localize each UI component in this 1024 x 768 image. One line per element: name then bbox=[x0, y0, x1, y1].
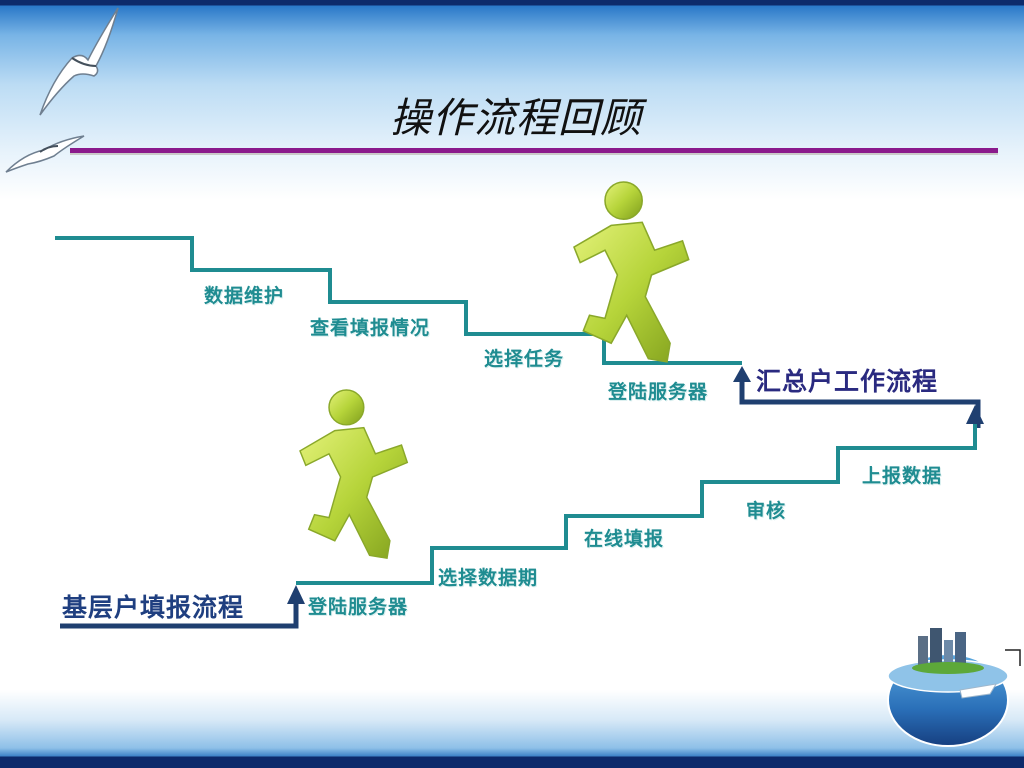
bottom-step-report-data: 上报数据 bbox=[862, 465, 943, 487]
running-figure-icon bbox=[573, 181, 690, 363]
slide-title: 操作流程回顾 bbox=[390, 94, 642, 142]
top-stair-line bbox=[55, 236, 742, 365]
bottom-flow-label: 基层户填报流程 bbox=[62, 593, 245, 622]
top-step-select-task: 选择任务 bbox=[484, 348, 565, 370]
bottom-step-login-server: 登陆服务器 bbox=[308, 596, 409, 618]
top-flow-label: 汇总户工作流程 bbox=[756, 367, 939, 396]
slide-footer-background bbox=[0, 690, 1024, 768]
bottom-step-review: 审核 bbox=[746, 500, 787, 522]
top-step-view-status: 查看填报情况 bbox=[310, 317, 431, 339]
bottom-step-select-period: 选择数据期 bbox=[438, 567, 539, 589]
top-step-data-maintenance: 数据维护 bbox=[204, 285, 285, 307]
running-figure-icon bbox=[299, 389, 409, 559]
globe-city-icon bbox=[887, 628, 1021, 747]
bottom-flow-arrow bbox=[60, 585, 305, 629]
top-step-login-server: 登陆服务器 bbox=[608, 381, 709, 403]
bottom-stair-line bbox=[296, 422, 977, 585]
title-underline bbox=[70, 148, 998, 153]
seagull-icon bbox=[5, 135, 85, 173]
seagull-icon bbox=[39, 7, 119, 116]
slide-header-background bbox=[0, 0, 1024, 200]
bottom-step-online-fill: 在线填报 bbox=[584, 528, 665, 550]
